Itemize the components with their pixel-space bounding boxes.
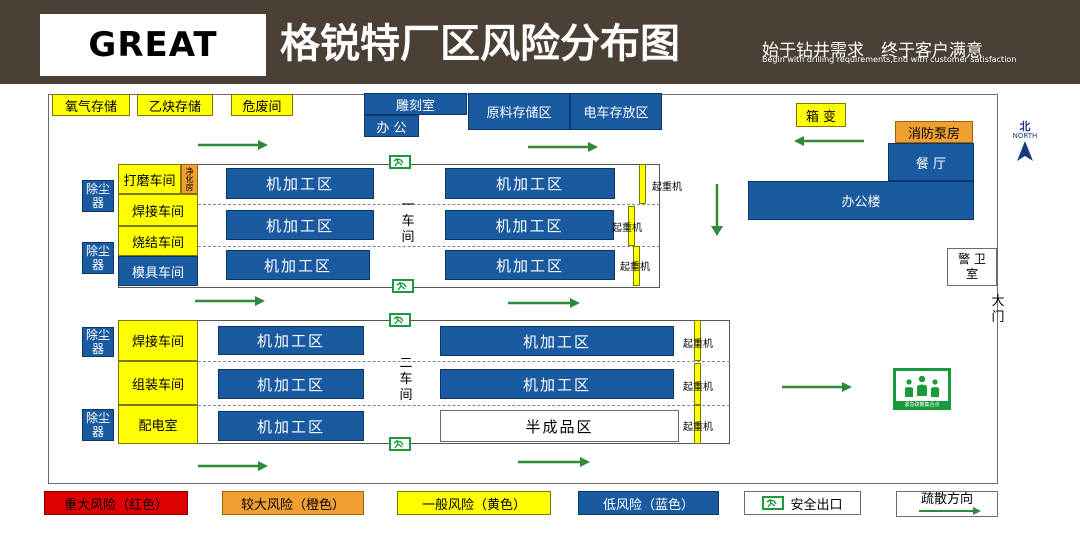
- crane-label: 起重机: [652, 182, 682, 193]
- machining-zone: 机加工区: [445, 168, 615, 199]
- page-title: 格锐特厂区风险分布图: [280, 20, 680, 67]
- assembly-room: 组装车间: [118, 361, 198, 405]
- power-distribution-room: 配电室: [118, 405, 198, 444]
- green-arrow-icon: [198, 140, 268, 150]
- exit-sign-icon: [389, 437, 411, 451]
- crane-rail: [694, 405, 701, 444]
- legend-low-risk: 低风险（蓝色）: [578, 491, 719, 515]
- logo-text: GREAT: [88, 25, 218, 65]
- machining-zone: 机加工区: [218, 369, 364, 399]
- legend-major-risk: 重大风险（红色）: [44, 491, 188, 515]
- exit-sign-icon: [389, 313, 411, 327]
- legend-exit: 安全出口: [744, 491, 861, 515]
- exit-sign-icon: [762, 496, 785, 510]
- green-arrow-icon: [518, 457, 590, 467]
- raw-material-storage: 原料存储区: [468, 93, 570, 130]
- slogan-cn: 始于钻井需求 终于客户满意: [762, 41, 983, 61]
- crane-rail: [694, 320, 701, 361]
- north-compass-icon: [1017, 141, 1033, 161]
- green-arrow-icon: [794, 136, 864, 146]
- dust-collector: 除尘 器: [82, 242, 114, 274]
- sintering-room: 烧结车间: [118, 226, 198, 256]
- green-arrow-icon: [711, 184, 723, 236]
- oxygen-storage: 氧气存储: [52, 94, 130, 116]
- green-arrow-icon: [508, 298, 580, 308]
- crane-label: 起重机: [620, 262, 650, 273]
- dust-collector: 除尘 器: [82, 409, 114, 441]
- machining-zone: 机加工区: [226, 168, 374, 199]
- crane-label: 起重机: [683, 422, 713, 433]
- crane-label: 起重机: [683, 382, 713, 393]
- ev-parking: 电车存放区: [570, 93, 662, 130]
- main-gate: 大 门: [991, 294, 1005, 325]
- workshop-1-divider: [198, 204, 660, 205]
- crane-rail: [628, 206, 635, 246]
- workshop-1-label: 一 车 间: [401, 198, 415, 245]
- mold-room: 模具车间: [118, 256, 198, 286]
- workshop-2-divider: [198, 361, 730, 362]
- machining-zone: 机加工区: [226, 210, 374, 240]
- fire-pump-room: 消防泵房: [895, 121, 973, 143]
- assembly-point-icon: [893, 368, 951, 410]
- legend-general-risk: 一般风险（黄色）: [397, 491, 551, 515]
- legend-evac-label: 疏散方向: [920, 492, 973, 507]
- acetylene-storage: 乙炔存储: [137, 94, 213, 116]
- green-arrow-icon: [782, 382, 852, 392]
- green-arrow-icon: [195, 296, 265, 306]
- legend-evac: 疏散方向: [896, 491, 998, 517]
- small-office: 办 公: [364, 115, 419, 137]
- crane-rail: [639, 164, 646, 204]
- green-arrow-icon: [528, 142, 598, 152]
- welding-room-1: 焊接车间: [118, 194, 198, 226]
- guard-room: 警 卫 室: [947, 248, 997, 286]
- machining-zone: 机加工区: [440, 326, 674, 356]
- crane-label: 起重机: [612, 223, 642, 234]
- legend-high-risk: 较大风险（橙色）: [222, 491, 364, 515]
- purifier-room: 净化房: [181, 164, 198, 194]
- machining-zone: 机加工区: [445, 250, 615, 280]
- workshop-2-label: 二 车 间: [399, 356, 413, 403]
- legend-exit-label: 安全出口: [790, 497, 843, 513]
- crane-rail: [633, 246, 640, 286]
- north-compass: 北 NORTH: [1005, 121, 1045, 165]
- green-arrow-icon: [919, 507, 981, 515]
- engraving-room: 雕刻室: [364, 93, 467, 115]
- workshop-1-divider: [198, 246, 660, 247]
- logo: GREAT: [40, 14, 266, 76]
- machining-zone: 机加工区: [445, 210, 614, 240]
- machining-zone: 机加工区: [218, 326, 364, 355]
- green-arrow-icon: [198, 461, 268, 471]
- crane-rail: [694, 363, 701, 405]
- transformer-box: 箱 变: [796, 103, 846, 127]
- workshop-2-divider: [198, 405, 730, 406]
- semi-finished-zone: 半成品区: [440, 410, 679, 442]
- machining-zone: 机加工区: [440, 369, 674, 399]
- north-en-label: NORTH: [1012, 132, 1038, 140]
- north-label: 北: [1019, 120, 1031, 133]
- slogan-en: Begin with drilling requirements,End wit…: [762, 55, 1017, 64]
- crane-label: 起重机: [683, 339, 713, 350]
- welding-room-2: 焊接车间: [118, 320, 198, 361]
- assembly-point-label: 紧急疏散集合点: [904, 402, 940, 408]
- machining-zone: 机加工区: [226, 250, 370, 280]
- dust-collector: 除尘 器: [82, 327, 114, 357]
- office-building: 办公楼: [748, 181, 974, 220]
- exit-sign-icon: [389, 155, 411, 169]
- machining-zone: 机加工区: [218, 411, 364, 441]
- exit-sign-icon: [392, 279, 414, 293]
- hazardous-waste-room: 危废间: [231, 94, 293, 116]
- grinding-room: 打磨车间: [118, 164, 181, 194]
- canteen: 餐 厅: [888, 143, 974, 181]
- dust-collector: 除尘 器: [82, 180, 114, 212]
